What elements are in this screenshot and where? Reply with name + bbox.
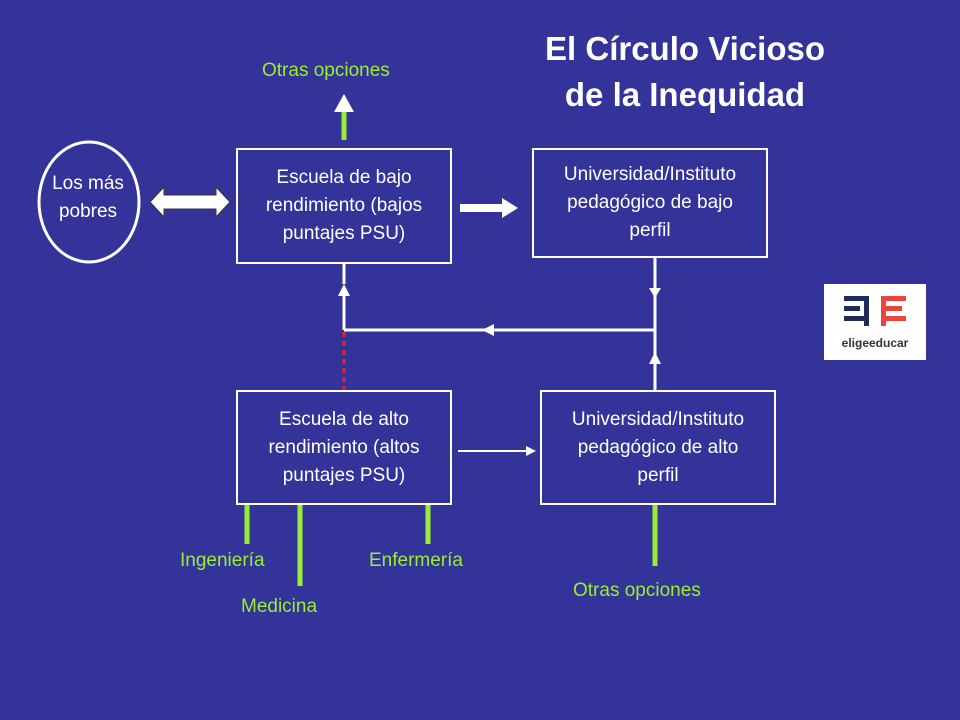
node-low-school-line2: rendimiento (bajos xyxy=(265,195,423,216)
node-low-school-line3: puntajes PSU) xyxy=(282,223,406,244)
node-low-university-line2: pedagógico de bajo xyxy=(567,192,733,213)
node-high-university-line2: pedagógico de alto xyxy=(577,436,739,458)
node-poorest-line1: Los más xyxy=(52,173,124,194)
page-title: El Círculo Vicioso de la Inequidad xyxy=(500,26,870,118)
node-low-university-line1: Universidad/Instituto xyxy=(563,164,737,185)
eligeeducar-logo: eligeeducar xyxy=(824,284,926,360)
node-low-school: Escuela de bajo rendimiento (bajos punta… xyxy=(236,148,452,264)
node-high-university-line3: perfil xyxy=(637,464,679,486)
node-high-university-line1: Universidad/Instituto xyxy=(571,408,745,430)
title-line-2: de la Inequidad xyxy=(564,76,806,113)
node-low-university-line3: perfil xyxy=(629,220,671,241)
node-poorest: Los más pobres xyxy=(42,170,134,226)
label-other-options-bottom: Otras opciones xyxy=(573,580,701,601)
label-nursing: Enfermería xyxy=(369,550,463,571)
label-other-options-top: Otras opciones xyxy=(262,60,390,81)
line-low-univ-down-head xyxy=(649,288,661,298)
label-engineering: Ingeniería xyxy=(180,550,265,571)
node-high-university: Universidad/Instituto pedagógico de alto… xyxy=(540,390,776,505)
poorest-oval xyxy=(37,140,141,264)
arrow-high-school-to-high-university-head xyxy=(526,446,536,456)
node-low-university: Universidad/Instituto pedagógico de bajo… xyxy=(532,148,768,258)
line-return-up-head xyxy=(338,284,350,296)
double-arrow xyxy=(149,185,231,219)
node-high-school-line1: Escuela de alto xyxy=(279,408,409,430)
logo-text: eligeeducar xyxy=(841,336,909,350)
arrow-up-other-options-head xyxy=(334,94,354,112)
logo-mark-icon xyxy=(844,296,906,326)
node-low-school-line1: Escuela de bajo xyxy=(276,167,412,188)
line-return-horizontal-head xyxy=(482,324,494,336)
node-poorest-line2: pobres xyxy=(58,201,118,222)
node-high-school-line2: rendimiento (altos xyxy=(268,436,420,458)
label-medicine: Medicina xyxy=(241,596,318,617)
node-high-school: Escuela de alto rendimiento (altos punta… xyxy=(236,390,452,505)
title-line-1: El Círculo Vicioso xyxy=(545,30,825,67)
arrow-low-school-to-low-university xyxy=(460,198,518,218)
node-high-school-line3: puntajes PSU) xyxy=(282,464,406,486)
